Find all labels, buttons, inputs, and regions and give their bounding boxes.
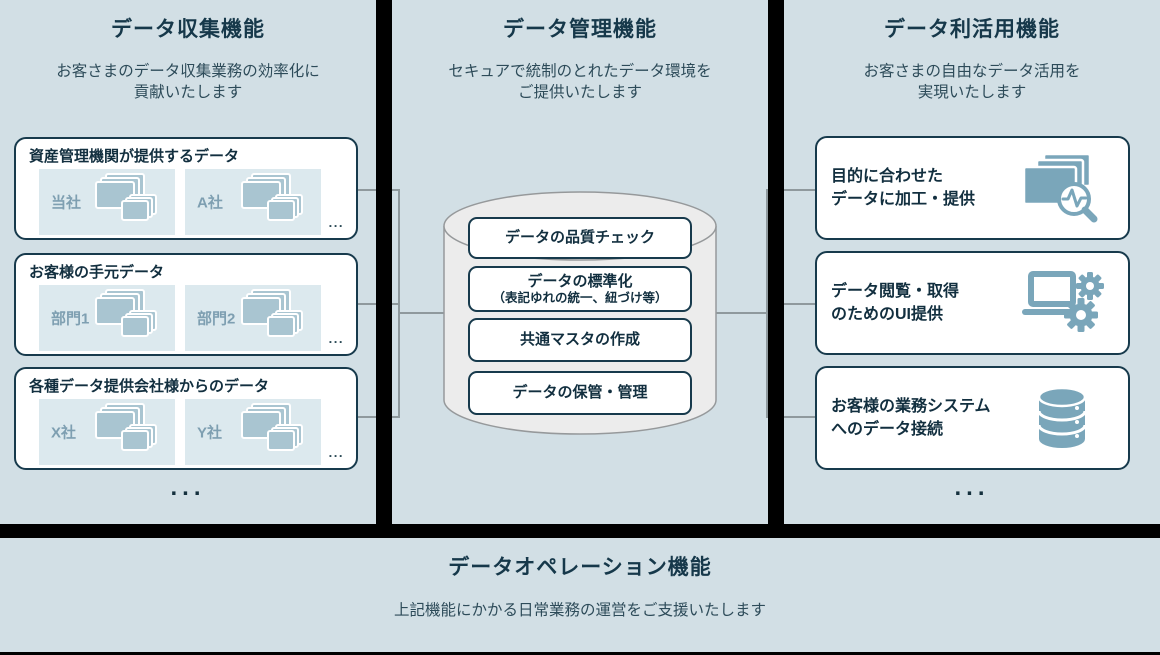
management-step-quality-check: データの品質チェック — [468, 217, 692, 259]
utilization-card-line1: データ閲覧・取得 — [831, 283, 960, 300]
utilization-card-text: 目的に合わせた データに加工・提供 — [831, 165, 975, 211]
connector-right-stub-2 — [766, 303, 817, 305]
collection-card-asset-managers: 資産管理機関が提供するデータ 当社 A社 — [14, 137, 358, 240]
step-label: データの標準化 — [527, 272, 633, 290]
utilization-card-line2: データに加工・提供 — [831, 191, 976, 208]
utilization-column-subtitle: お客さまの自由なデータ活用を 実現いたします — [784, 61, 1160, 103]
laptop-gears-icon — [1018, 271, 1108, 335]
utilization-card-line2: へのデータ接続 — [831, 421, 944, 438]
column-divider-left — [376, 0, 392, 524]
data-source-panel: 部門1 — [39, 285, 175, 351]
collection-subtitle-line1: お客さまのデータ収集業務の効率化に — [56, 63, 320, 80]
step-label: 共通マスタの作成 — [519, 331, 640, 348]
utilization-card-text: データ閲覧・取得 のためのUI提供 — [831, 280, 959, 326]
utilization-card-ui: データ閲覧・取得 のためのUI提供 — [815, 251, 1130, 355]
management-subtitle-line2: ご提供いたします — [517, 84, 642, 101]
management-subtitle-line1: セキュアで統制のとれたデータ環境を — [448, 63, 712, 80]
docs-magnifier-icon — [1018, 152, 1102, 224]
operation-section-subtitle: 上記機能にかかる日常業務の運営をご支援いたします — [393, 602, 766, 619]
data-source-panel: Y社 — [185, 399, 321, 465]
data-source-label: 部門2 — [197, 310, 236, 328]
collection-subtitle-line2: 貢献いたします — [133, 84, 243, 101]
collection-column-subtitle: お客さまのデータ収集業務の効率化に 貢献いたします — [0, 61, 376, 103]
connector-left-to-cylinder — [398, 312, 444, 314]
more-sources-ellipsis: ... — [328, 331, 344, 346]
utilization-more-ellipsis: ... — [954, 474, 990, 501]
column-divider-right — [768, 0, 784, 524]
management-column-title: データ管理機能 — [503, 18, 657, 41]
collection-card-title: 各種データ提供会社様からのデータ — [29, 378, 270, 395]
utilization-card-connection: お客様の業務システム へのデータ接続 — [815, 366, 1130, 470]
data-source-label: 当社 — [51, 194, 82, 212]
data-source-panel: A社 — [185, 169, 321, 235]
docs-icon — [233, 403, 305, 461]
collection-more-ellipsis: ... — [170, 474, 206, 501]
collection-card-customer-data: お客様の手元データ 部門1 部門2 — [14, 253, 358, 356]
utilization-card-line1: お客様の業務システム — [831, 398, 991, 415]
utilization-subtitle-line2: 実現いたします — [917, 84, 1027, 101]
data-source-label: A社 — [197, 194, 223, 212]
utilization-card-processing: 目的に合わせた データに加工・提供 — [815, 136, 1130, 240]
management-step-storage: データの保管・管理 — [468, 371, 692, 415]
collection-column-title: データ収集機能 — [111, 18, 265, 41]
operation-section-title: データオペレーション機能 — [448, 556, 712, 579]
data-source-panel: 当社 — [39, 169, 175, 235]
utilization-subtitle-line1: お客さまの自由なデータ活用を — [863, 63, 1081, 80]
management-step-common-master: 共通マスタの作成 — [468, 318, 692, 362]
management-step-standardization: データの標準化 （表記ゆれの統一、紐づけ等） — [468, 266, 692, 312]
connector-left-vertical — [398, 189, 400, 418]
docs-icon — [233, 289, 305, 347]
collection-card-title: 資産管理機関が提供するデータ — [29, 148, 240, 165]
data-source-panel: 部門2 — [185, 285, 321, 351]
utilization-card-text: お客様の業務システム へのデータ接続 — [831, 395, 991, 441]
more-sources-ellipsis: ... — [328, 215, 344, 230]
step-label: データの品質チェック — [504, 229, 655, 246]
docs-icon — [87, 289, 159, 347]
bottom-edge-bar — [0, 652, 1160, 655]
utilization-card-line2: のためのUI提供 — [831, 306, 944, 323]
management-column-subtitle: セキュアで統制のとれたデータ環境を ご提供いたします — [392, 61, 768, 103]
data-source-label: Y社 — [197, 424, 223, 442]
connector-right-stub-3 — [766, 416, 817, 418]
docs-icon — [87, 403, 159, 461]
utilization-card-line1: 目的に合わせた — [831, 168, 944, 185]
database-icon — [1034, 386, 1090, 450]
connector-right-stub-1 — [766, 189, 817, 191]
collection-card-vendors: 各種データ提供会社様からのデータ X社 Y社 — [14, 367, 358, 470]
data-source-panel: X社 — [39, 399, 175, 465]
step-label-detail: （表記ゆれの統一、紐づけ等） — [492, 290, 668, 305]
utilization-column-title: データ利活用機能 — [884, 18, 1060, 41]
docs-icon — [87, 173, 159, 231]
data-source-label: 部門1 — [51, 310, 90, 328]
data-source-label: X社 — [51, 424, 77, 442]
docs-icon — [233, 173, 305, 231]
step-label: データの保管・管理 — [512, 384, 648, 401]
more-sources-ellipsis: ... — [328, 445, 344, 460]
connector-cylinder-to-right — [716, 312, 767, 314]
footer-divider — [0, 524, 1160, 538]
collection-card-title: お客様の手元データ — [29, 264, 165, 281]
